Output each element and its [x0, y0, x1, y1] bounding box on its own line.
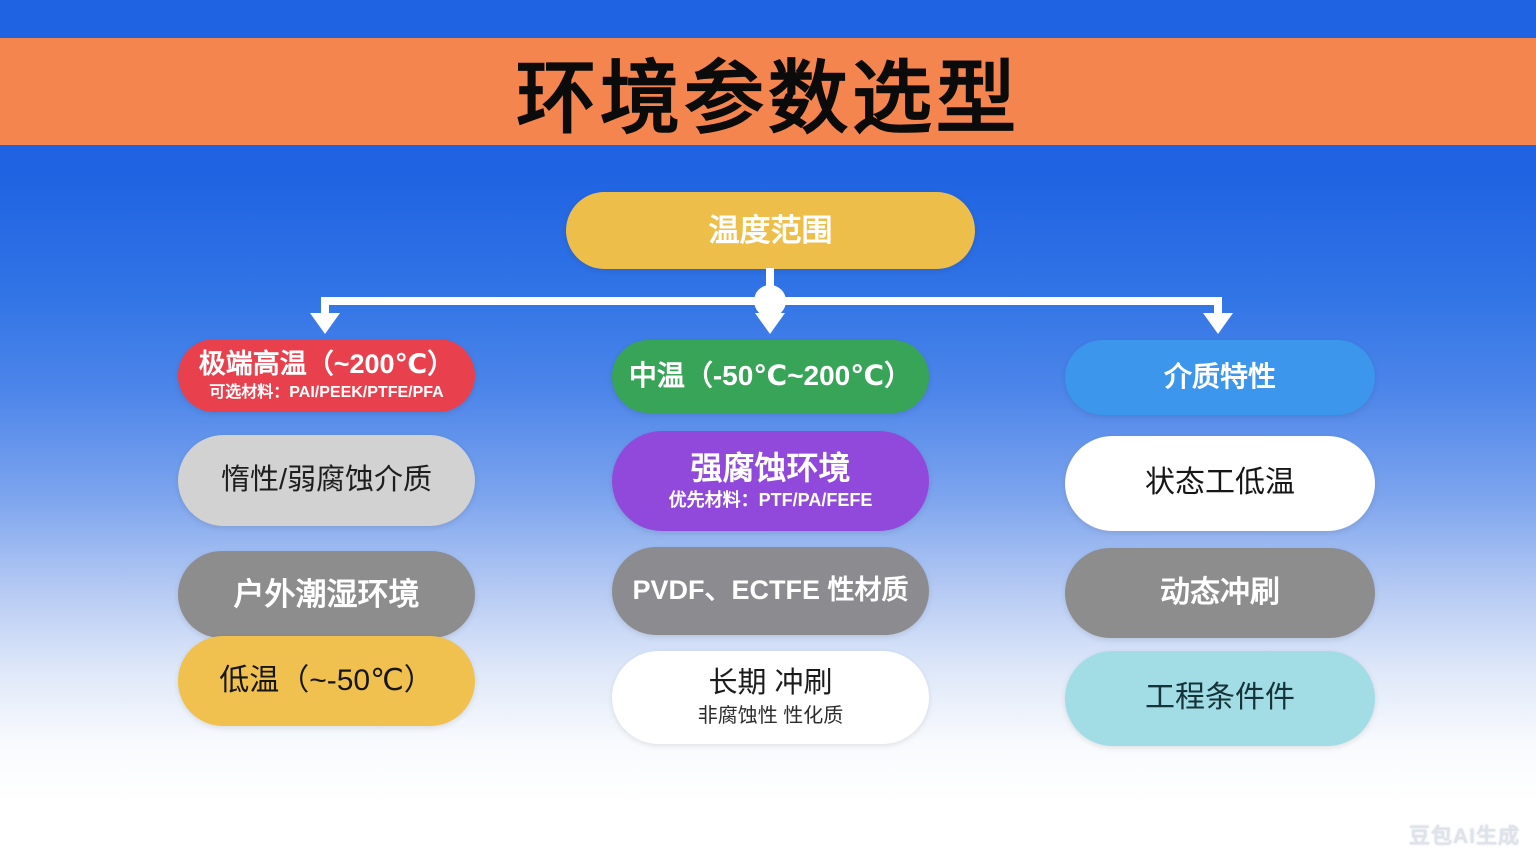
node-medium-characteristics: 介质特性: [1065, 340, 1375, 415]
node-extreme-high-temp: 极端高温（~200℃） 可选材料：PAI/PEEK/PTFE/PFA: [178, 339, 475, 412]
page-title: 环境参数选型: [516, 53, 1020, 143]
connector-right-drop: [1214, 297, 1222, 315]
node-strong-corrosive-environment: 强腐蚀环境 优先材料：PTF/PA/FEFE: [612, 431, 929, 531]
arrow-down-icon: [1203, 313, 1233, 334]
node-inert-weak-corrosive-medium: 惰性/弱腐蚀介质: [178, 435, 475, 526]
node-label: 惰性/弱腐蚀介质: [220, 463, 433, 496]
node-label: 低温（~-50℃）: [219, 663, 434, 697]
node-label: 极端高温（~200℃）: [198, 348, 455, 379]
node-label: 户外潮湿环境: [233, 576, 420, 612]
node-long-term-scour: 长期 冲刷 非腐蚀性 性化质: [612, 651, 929, 744]
node-engineering-conditions: 工程条件件: [1065, 651, 1375, 746]
node-dynamic-scour: 动态冲刷: [1065, 548, 1375, 638]
node-medium-temp: 中温（-50℃~200℃）: [612, 340, 929, 413]
node-label: 状态工低温: [1145, 466, 1295, 500]
node-sublabel: 非腐蚀性 性化质: [697, 704, 844, 727]
node-low-temp: 低温（~-50℃）: [178, 636, 475, 726]
node-label: PVDF、ECTFE 性材质: [632, 575, 909, 606]
header-banner: 环境参数选型: [0, 38, 1536, 145]
node-label: 动态冲刷: [1160, 575, 1280, 609]
arrow-down-icon: [310, 313, 340, 334]
node-label: 强腐蚀环境: [690, 450, 851, 487]
node-label: 长期 冲刷: [708, 667, 833, 700]
node-outdoor-humid-environment: 户外潮湿环境: [178, 551, 475, 638]
node-label: 工程条件件: [1145, 681, 1295, 715]
connector-center-drop: [766, 302, 774, 315]
arrow-down-icon: [755, 313, 785, 334]
node-pvdf-ectfe-material: PVDF、ECTFE 性材质: [612, 547, 929, 635]
node-sublabel: 可选材料：PAI/PEEK/PTFE/PFA: [209, 383, 444, 401]
node-temperature-range: 温度范围: [566, 192, 975, 269]
node-label: 中温（-50℃~200℃）: [628, 360, 913, 392]
node-label: 介质特性: [1163, 361, 1276, 393]
node-state-low-temp: 状态工低温: [1065, 436, 1375, 531]
node-sublabel: 优先材料：PTF/PA/FEFE: [668, 490, 873, 511]
ai-watermark: 豆包AI生成: [1409, 825, 1520, 848]
connector-left-drop: [321, 297, 329, 315]
node-label: 温度范围: [708, 212, 833, 248]
